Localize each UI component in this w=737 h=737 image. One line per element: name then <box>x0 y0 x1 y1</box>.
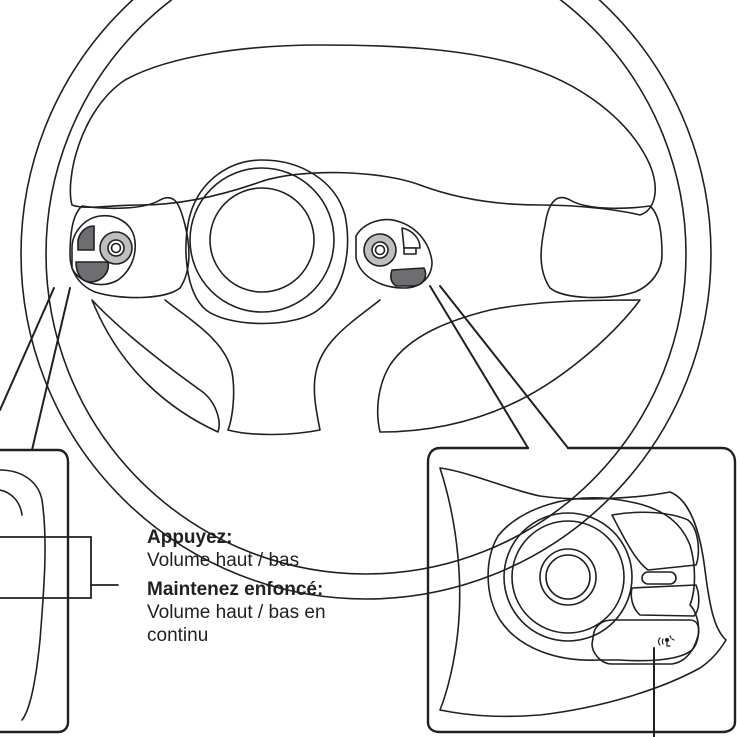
right-zoom-upper-button <box>611 511 700 571</box>
wheel-hub <box>189 167 335 313</box>
volume-callout: Appuyez: Volume haut / bas Maintenez enf… <box>147 526 387 647</box>
left-zoom-spoke <box>0 469 46 721</box>
volume-down-button-small[interactable] <box>75 261 110 283</box>
voice-button-small[interactable] <box>390 267 427 287</box>
right-zoom-spoke <box>439 467 727 718</box>
left-spoke <box>69 196 190 299</box>
hub-surround <box>185 159 349 325</box>
right-dial-dot <box>374 244 386 256</box>
press-heading: Appuyez: <box>147 527 233 548</box>
left-zoom-box <box>0 448 70 734</box>
right-zoom-mid-button <box>641 571 677 585</box>
right-zoom-dial-ring <box>511 520 625 634</box>
left-zoom-frame <box>0 448 70 734</box>
left-zoom-detail <box>0 489 23 516</box>
lower-left-opening <box>91 299 220 433</box>
right-switch-cluster <box>355 218 433 289</box>
hold-heading: Maintenez enfoncé: <box>147 579 324 600</box>
steering-wheel <box>20 0 712 600</box>
voice-recognition-button[interactable] <box>591 619 700 665</box>
leader-lines <box>0 285 569 451</box>
right-zoom-dial-outer <box>503 512 633 642</box>
press-text: Volume haut / bas <box>147 550 300 571</box>
wheel-rim-inner <box>45 0 687 575</box>
right-zoom-frame <box>426 446 737 734</box>
right-zoom-dial-inner <box>539 548 597 606</box>
right-dial-center <box>371 241 389 259</box>
hold-text-line2: continu <box>147 625 209 646</box>
right-zoom-lower-button <box>630 584 700 617</box>
right-zoom-box <box>426 446 737 737</box>
right-spoke <box>540 196 663 299</box>
callout-bracket <box>0 536 119 599</box>
volume-up-button-small[interactable] <box>77 225 95 251</box>
wheel-upper-opening <box>69 44 656 216</box>
left-dial-center <box>107 239 125 257</box>
right-zoom-dial-center <box>545 554 591 600</box>
right-mid-button[interactable] <box>403 247 417 255</box>
lower-spoke <box>164 299 381 436</box>
left-dial-dot <box>110 242 122 254</box>
wheel-rim-outer <box>20 0 712 600</box>
left-switch-cluster <box>71 214 136 286</box>
right-upper-button[interactable] <box>401 227 421 249</box>
voice-recognition-icon <box>657 635 675 647</box>
wheel-hub-center <box>209 187 315 293</box>
hold-text-line1: Volume haut / bas en <box>147 602 326 623</box>
lower-right-opening <box>376 299 641 433</box>
